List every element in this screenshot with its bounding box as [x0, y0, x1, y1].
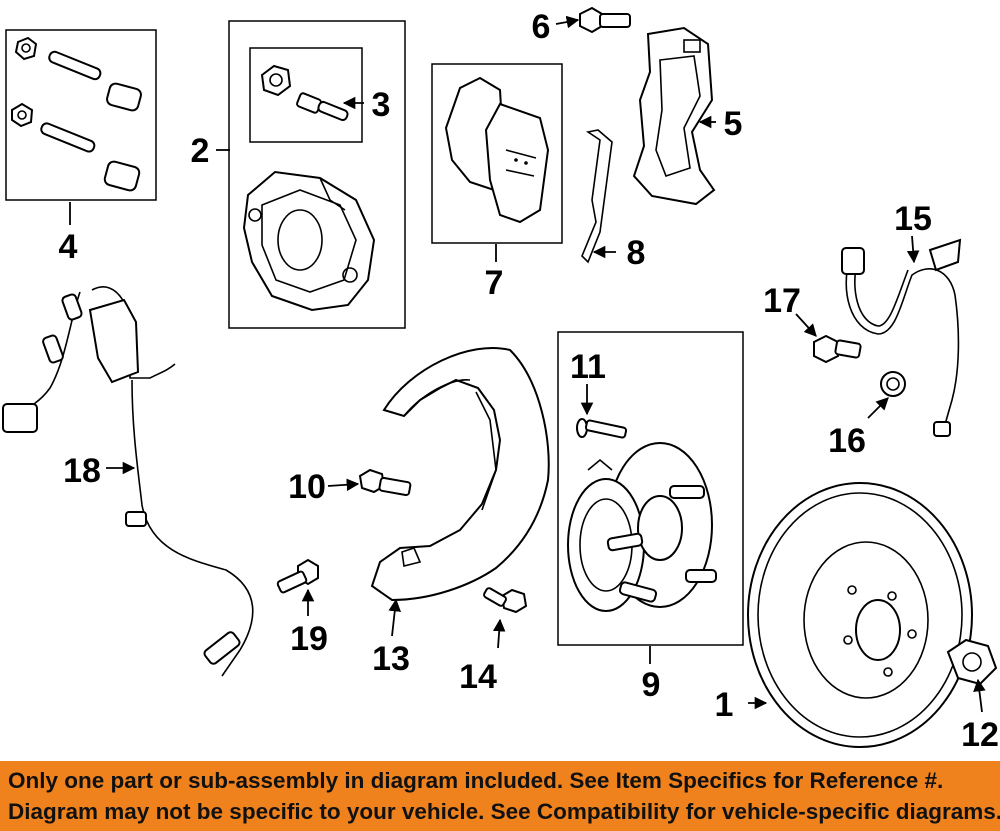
callout-17: 17 — [763, 282, 801, 320]
leader-lines — [69, 15, 986, 713]
brake-assembly-diagram: 1 2 3 4 5 6 7 8 9 10 11 12 13 14 15 16 1… — [2, 6, 999, 754]
callout-4: 4 — [59, 228, 78, 266]
caliper-part — [242, 170, 376, 312]
brake-rotor-part — [747, 482, 973, 748]
copper-washer-part — [880, 371, 906, 397]
callout-5: 5 — [724, 105, 743, 143]
callout-13: 13 — [372, 640, 410, 678]
callout-numbers: 1 2 3 4 5 6 7 8 9 10 11 12 13 14 15 16 1… — [59, 8, 999, 754]
part-9-group-box — [557, 331, 744, 646]
callout-6: 6 — [532, 8, 551, 46]
wheel-speed-sensor-part — [2, 286, 254, 677]
callout-7: 7 — [485, 264, 504, 302]
dust-shield-part — [370, 346, 550, 602]
callout-9: 9 — [642, 666, 661, 704]
callout-3: 3 — [372, 86, 391, 124]
caliper-bracket-part — [632, 26, 716, 206]
sensor-bolt-part — [276, 558, 319, 594]
callout-19: 19 — [290, 620, 328, 658]
hub-nut-part — [946, 638, 998, 686]
bracket-bolt-part — [579, 6, 631, 34]
disclaimer-line-2: Diagram may not be specific to your vehi… — [8, 799, 1000, 824]
shield-bolt-part — [358, 468, 412, 497]
callout-12: 12 — [961, 716, 999, 754]
callout-11: 11 — [570, 348, 606, 386]
wheel-stud-part — [576, 418, 628, 439]
anti-rattle-clip-part — [581, 129, 613, 264]
callout-14: 14 — [459, 658, 497, 696]
callout-18: 18 — [63, 452, 101, 490]
callout-1: 1 — [715, 686, 734, 724]
part-7-group-box — [431, 63, 563, 244]
part-4-group-box — [5, 29, 157, 201]
brake-pads-part — [444, 76, 550, 224]
callout-2: 2 — [191, 132, 210, 170]
bleeder-screw-part — [260, 64, 349, 122]
callout-15: 15 — [894, 200, 932, 238]
guide-pin-kit-part — [11, 36, 142, 192]
banjo-bolt-part — [813, 334, 862, 364]
disclaimer-line-1: Only one part or sub-assembly in diagram… — [8, 768, 944, 793]
part-2-group-box — [228, 20, 406, 329]
callout-8: 8 — [627, 234, 646, 272]
part-3-group-box — [249, 47, 363, 143]
hub-bolt-part — [483, 587, 528, 614]
callout-16: 16 — [828, 422, 866, 460]
callout-10: 10 — [288, 468, 326, 506]
hub-bearing-part — [567, 442, 717, 612]
brake-hose-part — [841, 238, 962, 437]
disclaimer-banner: Only one part or sub-assembly in diagram… — [0, 761, 1000, 831]
